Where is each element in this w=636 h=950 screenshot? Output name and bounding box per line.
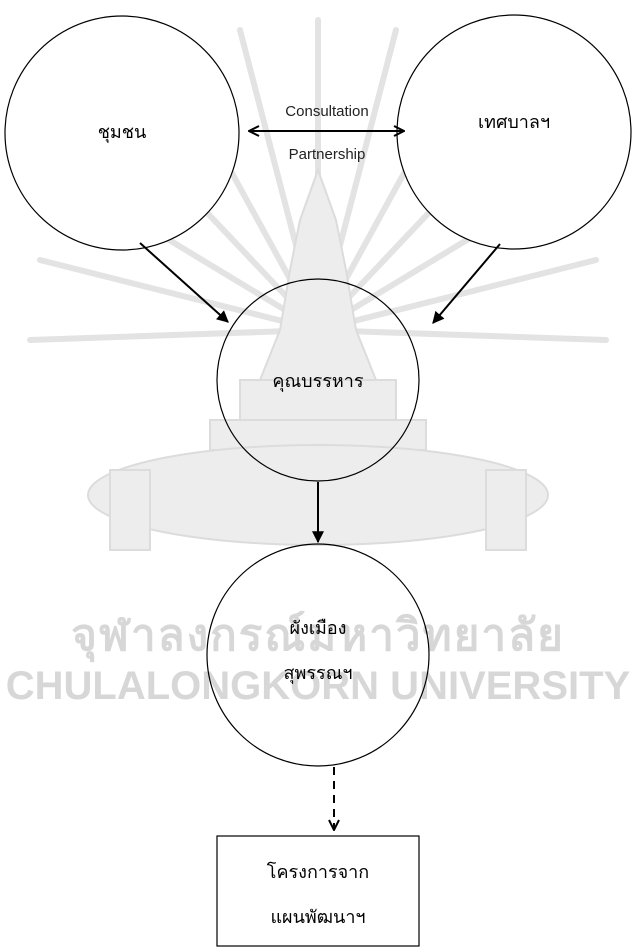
community-to-board-arrow — [139, 242, 229, 323]
partnership-label: Partnership — [288, 146, 366, 163]
projects-box — [216, 835, 420, 947]
projects-label-line1: โครงการจาก — [266, 862, 370, 883]
executive-board-node — [216, 278, 420, 482]
consultation-label: Consultation — [285, 103, 369, 120]
municipality-label: เทศบาลฯ — [477, 112, 551, 133]
community-node — [4, 15, 240, 251]
watermark-thai-text: จุฬาลงกรณ์มหาวิทยาลัย — [71, 610, 565, 661]
city-plan-label-line2: สุพรรณฯ — [283, 663, 353, 684]
municipality-to-board-arrow — [432, 243, 501, 324]
executive-board-label: คุณบรรหาร — [272, 371, 364, 392]
community-label: ชุมชน — [97, 122, 147, 143]
projects-label-line2: แผนพัฒนาฯ — [270, 907, 366, 928]
watermark-english-text: CHULALONGKORN UNIVERSITY — [5, 664, 631, 708]
city-plan-node — [206, 543, 430, 767]
city-plan-label-line1: ผังเมือง — [289, 618, 347, 639]
